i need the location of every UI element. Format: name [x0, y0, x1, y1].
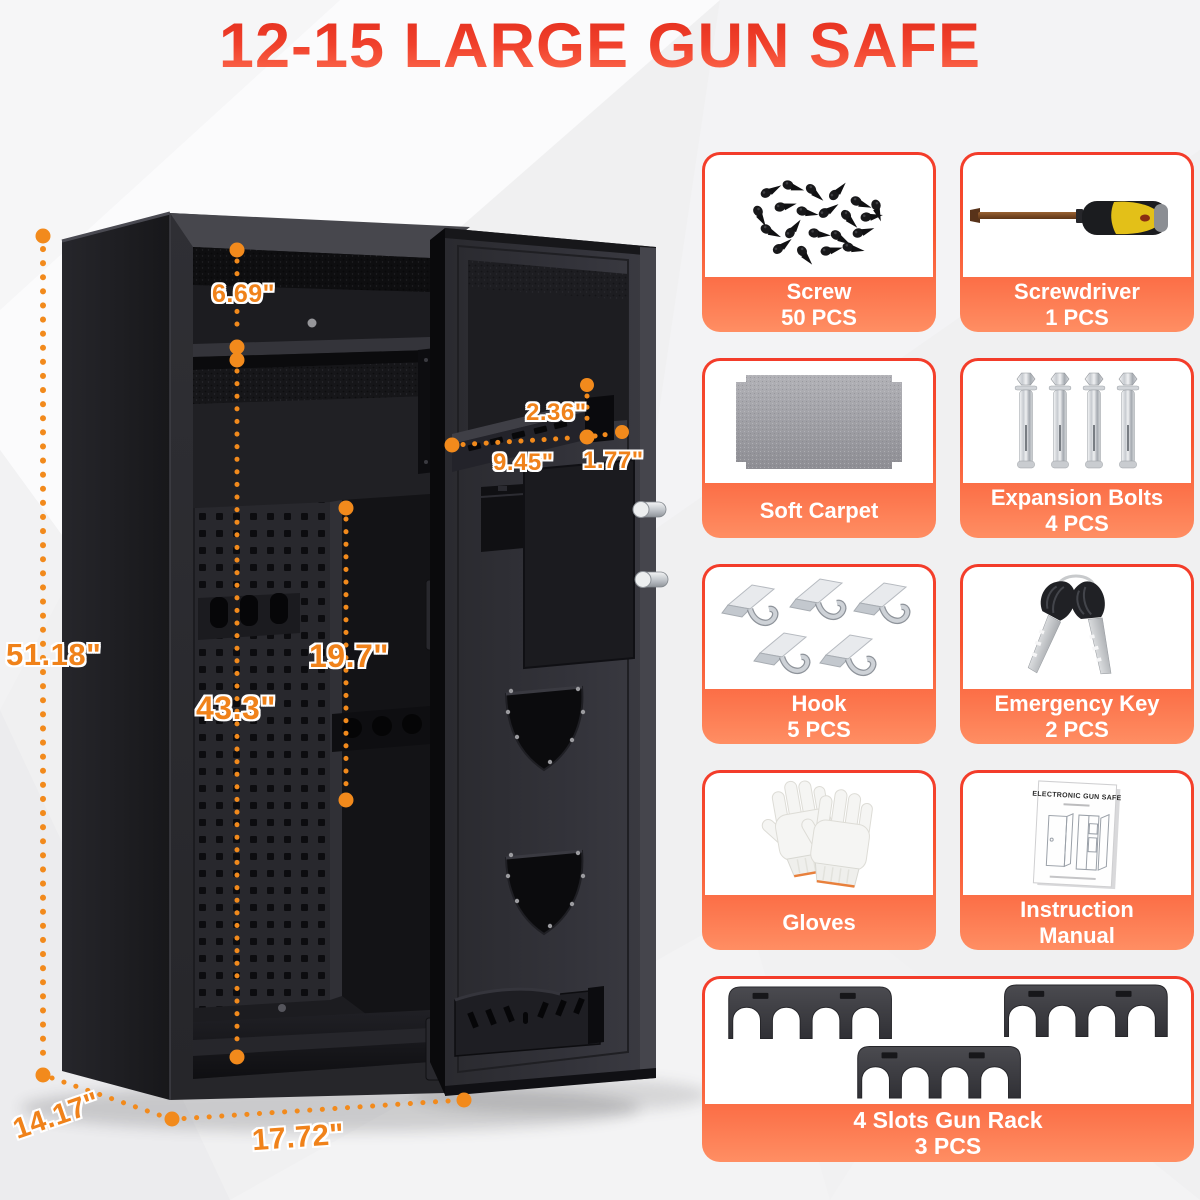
accessory-name: Soft Carpet [759, 497, 879, 523]
accessory-card-instruction-manual: ELECTRONIC GUN SAFE [960, 770, 1194, 950]
safe-door [430, 228, 669, 1096]
accessory-label: Instruction Manual [960, 895, 1194, 950]
accessory-card-screw: Screw 50 PCS [702, 152, 936, 332]
dimension-label-door-box-width: 1.77" [583, 447, 644, 474]
accessory-card-screwdriver: Screwdriver 1 PCS [960, 152, 1194, 332]
expansion-bolts-image [963, 361, 1191, 483]
accessory-name: Expansion Bolts [990, 485, 1164, 511]
gun-racks-image [705, 979, 1191, 1104]
accessory-name: Screwdriver [1014, 279, 1140, 305]
locking-bolts [632, 501, 669, 588]
accessory-card-grid: Screw 50 PCS Sc [702, 152, 1194, 1162]
gloves-image [705, 773, 933, 895]
accessory-qty: 3 PCS [914, 1133, 982, 1159]
accessory-name: Instruction Manual [1020, 897, 1134, 948]
accessory-label: Gloves [702, 895, 936, 950]
accessory-name: Hook [791, 691, 847, 717]
accessory-label: Screwdriver 1 PCS [960, 277, 1194, 332]
screwdriver-image [963, 155, 1191, 277]
accessory-qty: 2 PCS [1045, 716, 1109, 742]
accessory-label: Expansion Bolts 4 PCS [960, 483, 1194, 538]
accessory-card-gloves: Gloves [702, 770, 936, 950]
dimension-label-under-shelf-height: 19.7" [309, 638, 389, 674]
dimension-label-door-shelf-width: 9.45" [493, 449, 554, 476]
accessory-qty: 4 PCS [1045, 510, 1109, 536]
accessory-card-expansion-bolts: Expansion Bolts 4 PCS [960, 358, 1194, 538]
accessory-card-hook: Hook 5 PCS [702, 564, 936, 744]
accessory-card-soft-carpet: Soft Carpet [702, 358, 936, 538]
dimension-label-overall-height: 51.18" [6, 637, 102, 672]
screws-image [705, 155, 933, 277]
instruction-manual-image: ELECTRONIC GUN SAFE [963, 773, 1191, 895]
dimension-label-base-width: 17.72" [250, 1117, 346, 1158]
accessory-card-emergency-key: Emergency Key 2 PCS [960, 564, 1194, 744]
accessory-label: Screw 50 PCS [702, 277, 936, 332]
dimension-label-shelf-to-top: 6.69" [212, 280, 276, 308]
page-title: 12-15 LARGE GUN SAFE [0, 10, 1200, 82]
dimension-label-interior-height: 43.3" [196, 690, 276, 726]
accessory-label: Soft Carpet [702, 483, 936, 538]
accessory-qty: 50 PCS [781, 304, 857, 330]
hooks-image [705, 567, 933, 689]
manual-cover-title: ELECTRONIC GUN SAFE [1032, 791, 1122, 803]
accessory-name: Gloves [782, 909, 856, 935]
accessory-label: Emergency Key 2 PCS [960, 689, 1194, 744]
door-mesh-pocket [504, 685, 586, 772]
dimension-label-door-box-height: 2.36" [526, 399, 587, 426]
emergency-keys-image [963, 567, 1191, 689]
accessory-card-gun-rack: 4 Slots Gun Rack 3 PCS [702, 976, 1194, 1162]
soft-carpet-image [705, 361, 933, 483]
accessory-qty: 5 PCS [787, 716, 851, 742]
accessory-name: 4 Slots Gun Rack [853, 1106, 1043, 1133]
accessory-qty: 1 PCS [1045, 304, 1109, 330]
accessory-name: Emergency Key [994, 691, 1160, 717]
accessory-name: Screw [786, 279, 852, 305]
accessory-label: Hook 5 PCS [702, 689, 936, 744]
dimension-lines [35, 228, 629, 1127]
accessory-label: 4 Slots Gun Rack 3 PCS [702, 1104, 1194, 1162]
